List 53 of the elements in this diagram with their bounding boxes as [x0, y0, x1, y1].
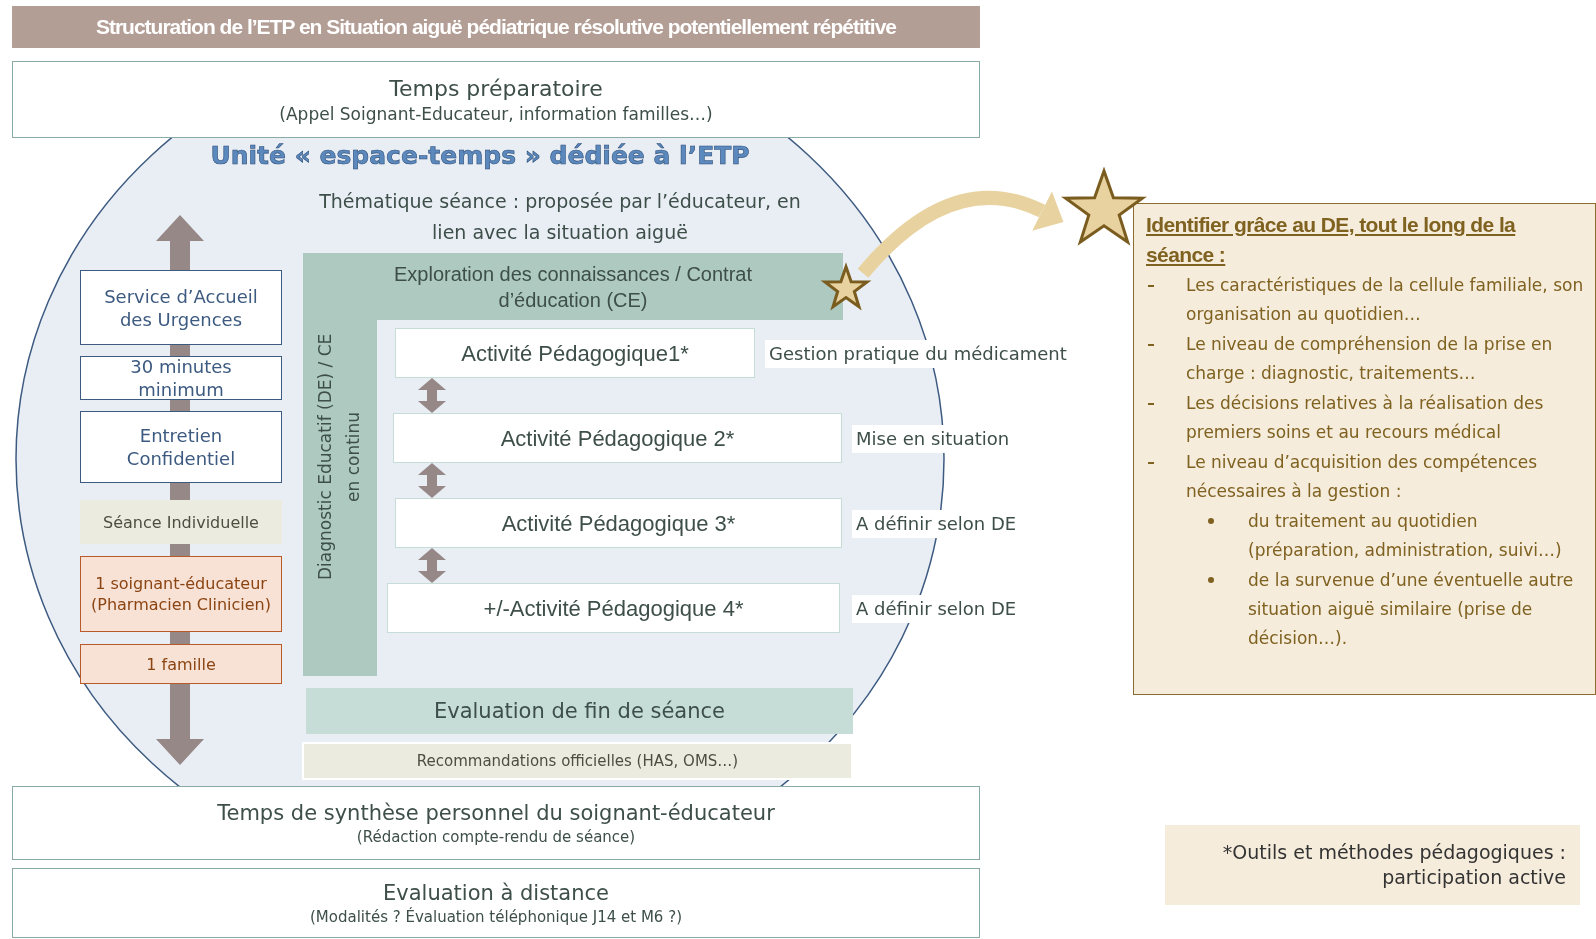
- box-title: 1 famille: [146, 653, 216, 675]
- activity-box: [393, 413, 842, 463]
- box-title: Entretien Confidentiel: [125, 424, 237, 470]
- box-title: Evaluation à distance: [383, 879, 609, 907]
- diagnostic-band: [303, 320, 377, 676]
- info-panel: [1133, 203, 1596, 695]
- box-title: +/-Activité Pédagogique 4*: [483, 594, 744, 623]
- info-box: [80, 411, 282, 483]
- box-title: *Outils et méthodes pédagogiques : participation active: [1221, 840, 1566, 890]
- double-arrow: [418, 548, 446, 583]
- panel-heading: Identifier grâce au DE, tout le long de la séance :: [1146, 212, 1517, 268]
- box-subtitle: (Modalités ? Évaluation téléphonique J14 et M6 ?): [310, 906, 682, 927]
- box-title: 1 soignant-éducateur (Pharmacien Clinicien): [90, 573, 272, 615]
- activity-box: [395, 328, 755, 378]
- box-title: Activité Pédagogique1*: [461, 339, 689, 368]
- box-title: Activité Pédagogique 3*: [501, 509, 736, 538]
- activity-box: [387, 583, 840, 633]
- star-icon: [823, 264, 869, 310]
- title-banner: Structuration de l’ETP en Situation aiguë pédiatrique résolutive potentiellement répétitive: [12, 6, 980, 48]
- box-title: Temps préparatoire: [389, 75, 603, 103]
- info-box: [80, 356, 282, 400]
- box-title: Séance Individuelle: [103, 511, 259, 533]
- box-title: Service d’Accueil des Urgences: [103, 284, 259, 331]
- double-arrow: [418, 463, 446, 498]
- box-title: Activité Pédagogique 2*: [500, 424, 735, 453]
- star-icon: [1062, 166, 1146, 248]
- box-title: Temps de synthèse personnel du soignant-éducateur: [217, 799, 775, 827]
- evaluation-band: [306, 688, 853, 734]
- note-box: [1165, 825, 1580, 905]
- list-item: Le niveau d’acquisition des compétences nécessaires à la gestion :: [1186, 451, 1539, 503]
- info-box: [80, 500, 282, 544]
- theme-text: Thématique séance : proposée par l’éducateur, en lien avec la situation aiguë: [318, 189, 802, 245]
- box-subtitle: (Rédaction compte-rendu de séance): [356, 826, 636, 847]
- box-title: Exploration des connaissances / Contrat d’éducation (CE): [393, 261, 753, 313]
- participant-box: [80, 556, 282, 632]
- list-item: du traitement au quotidien (préparation, administration, suivi…): [1248, 510, 1563, 562]
- list-item: Les caractéristiques de la cellule familiale, son organisation au quotidien…: [1186, 274, 1585, 326]
- box-subtitle: (Appel Soignant-Educateur, information familles…): [279, 103, 713, 125]
- exploration-band: [303, 253, 843, 320]
- info-box: [80, 270, 282, 345]
- circle-heading: Unité « espace-temps » dédiée à l’ETP: [209, 141, 751, 170]
- box-title: 30 minutes minimum: [129, 355, 233, 401]
- double-arrow: [418, 378, 446, 413]
- participant-box: [80, 644, 282, 684]
- recommendation-band: [302, 742, 853, 780]
- band-vertical-text: Diagnostic Educatif (DE) / CE en continu: [314, 332, 364, 583]
- activity-box: [395, 498, 842, 548]
- box-title: Evaluation de fin de séance: [433, 697, 725, 725]
- box-title: Recommandations officielles (HAS, OMS…): [416, 751, 739, 771]
- list-item: Le niveau de compréhension de la prise en charge : diagnostic, traitements…: [1186, 333, 1554, 385]
- list-item: Les décisions relatives à la réalisation des premiers soins et au recours médical: [1186, 392, 1545, 444]
- list-item: de la survenue d’une éventuelle autre situation aiguë similaire (prise de décision…).: [1248, 569, 1575, 650]
- stage-box: [12, 868, 980, 938]
